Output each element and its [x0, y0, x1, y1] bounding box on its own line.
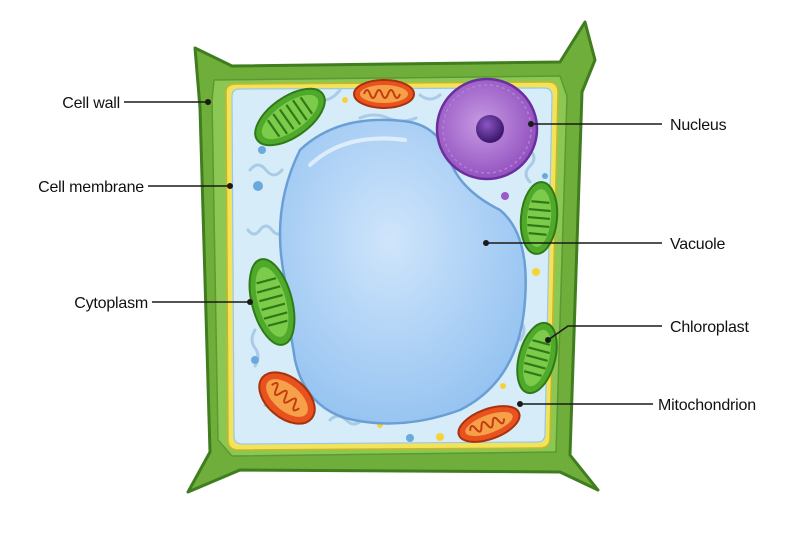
- label-mitochondrion: Mitochondrion: [658, 397, 756, 414]
- label-nucleus: Nucleus: [670, 117, 727, 134]
- label-cytoplasm: Cytoplasm: [74, 295, 148, 312]
- mitochondrion-top: [353, 79, 415, 109]
- chloroplast-right-lower: [516, 321, 558, 395]
- label-cell-membrane: Cell membrane: [38, 179, 144, 196]
- mitochondrion-bottom-right: [457, 405, 521, 443]
- label-chloroplast: Chloroplast: [670, 319, 749, 336]
- chloroplast-left: [248, 258, 296, 346]
- nucleus: [435, 77, 539, 181]
- label-vacuole: Vacuole: [670, 236, 726, 253]
- leader-lines: [124, 99, 662, 407]
- mitochondrion-bottom-left: [258, 371, 316, 425]
- label-cell-wall: Cell wall: [62, 95, 120, 112]
- chloroplast-right-upper: [519, 181, 559, 255]
- chloroplast-top-left: [254, 87, 326, 147]
- leader-chloroplast: [547, 325, 662, 341]
